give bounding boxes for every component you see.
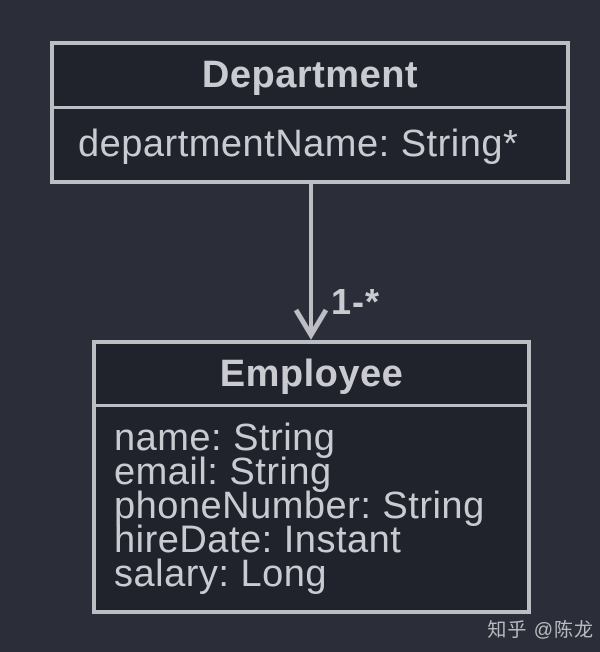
arrowhead-icon [293, 308, 329, 340]
class-attributes-department: departmentName: String* [54, 109, 566, 180]
attribute-departmentname: departmentName: String* [78, 123, 519, 165]
attribute-phonenumber: phoneNumber: String [114, 485, 485, 527]
class-name-employee: Employee [96, 344, 527, 407]
attribute-name: name: String [114, 417, 336, 459]
class-name-department: Department [54, 45, 566, 109]
class-box-department: Department departmentName: String* [50, 41, 570, 184]
multiplicity-label: 1-* [331, 281, 381, 322]
attribute-email: email: String [114, 451, 332, 493]
attribute-hiredate: hireDate: Instant [114, 519, 402, 561]
class-box-employee: Employee name: String email: String phon… [92, 340, 531, 614]
attribute-salary: salary: Long [114, 553, 328, 595]
watermark: 知乎 @陈龙 [487, 620, 594, 641]
class-attributes-employee: name: String email: String phoneNumber: … [96, 407, 527, 610]
